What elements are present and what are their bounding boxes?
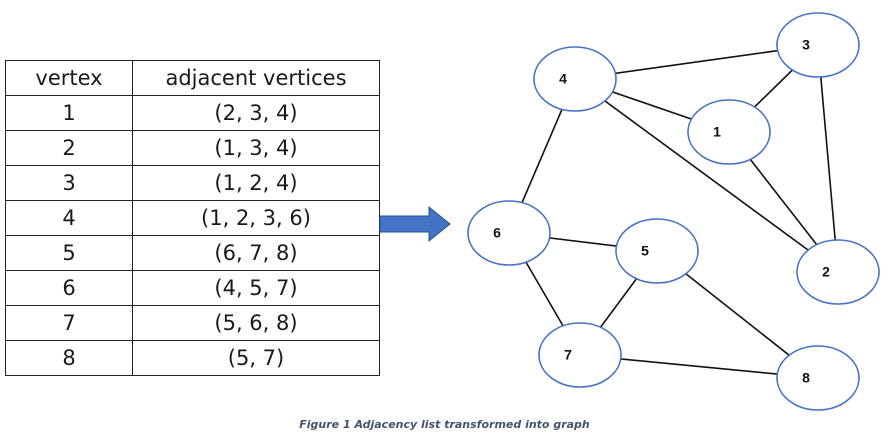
node-ellipse xyxy=(796,239,880,305)
vertex-cell: 1 xyxy=(5,95,133,131)
edge-3-2 xyxy=(817,44,839,273)
graph-node-2: 2 xyxy=(796,239,880,305)
graph-node-5: 5 xyxy=(615,218,699,284)
adjacent-vertices-cell: (1, 2, 3, 6) xyxy=(132,200,380,236)
node-label: 2 xyxy=(822,264,830,280)
graph-node-6: 6 xyxy=(467,200,551,266)
adjacent-vertices-cell: (5, 7) xyxy=(132,340,380,376)
vertex-cell: 5 xyxy=(5,235,133,271)
graph-node-3: 3 xyxy=(776,12,860,78)
figure-caption: Figure 1 Adjacency list transformed into… xyxy=(299,418,590,431)
adjacent-vertices-cell: (5, 6, 8) xyxy=(132,305,380,341)
node-label: 8 xyxy=(802,370,810,386)
node-label: 1 xyxy=(713,124,721,140)
adjacent-vertices-cell: (1, 2, 4) xyxy=(132,165,380,201)
vertex-cell: 6 xyxy=(5,270,133,306)
table-row: 6(4, 5, 7) xyxy=(5,270,380,306)
vertex-cell: 8 xyxy=(5,340,133,376)
graph-nodes: 1 2 3 4 5 6 7 8 xyxy=(467,12,880,411)
node-label: 7 xyxy=(564,347,572,363)
edge-4-2 xyxy=(574,78,839,273)
graph-node-4: 4 xyxy=(533,46,617,112)
table-row: 1(2, 3, 4) xyxy=(5,95,380,131)
graph-node-8: 8 xyxy=(776,345,860,411)
adjacent-vertices-cell: (1, 3, 4) xyxy=(132,130,380,166)
header-vertex: vertex xyxy=(5,60,133,96)
vertex-cell: 4 xyxy=(5,200,133,236)
node-ellipse xyxy=(776,345,860,411)
adjacent-vertices-cell: (6, 7, 8) xyxy=(132,235,380,271)
transform-arrow xyxy=(379,205,451,243)
table-row: 3(1, 2, 4) xyxy=(5,165,380,201)
node-ellipse xyxy=(687,99,771,165)
node-ellipse xyxy=(467,200,551,266)
table-row: 5(6, 7, 8) xyxy=(5,235,380,271)
table-header-row: vertex adjacent vertices xyxy=(5,60,380,96)
node-label: 3 xyxy=(802,37,810,53)
header-adjacent-vertices: adjacent vertices xyxy=(132,60,380,96)
graph-node-1: 1 xyxy=(687,99,771,165)
node-label: 4 xyxy=(559,71,567,87)
vertex-cell: 3 xyxy=(5,165,133,201)
node-ellipse xyxy=(538,322,622,388)
node-label: 6 xyxy=(493,225,501,241)
table-row: 7(5, 6, 8) xyxy=(5,305,380,341)
node-ellipse xyxy=(776,12,860,78)
table-row: 4(1, 2, 3, 6) xyxy=(5,200,380,236)
graph-node-7: 7 xyxy=(538,322,622,388)
node-ellipse xyxy=(533,46,617,112)
adjacency-table: vertex adjacent vertices 1(2, 3, 4)2(1, … xyxy=(5,60,380,376)
table-row: 8(5, 7) xyxy=(5,340,380,376)
node-label: 5 xyxy=(641,243,649,259)
node-ellipse xyxy=(615,218,699,284)
